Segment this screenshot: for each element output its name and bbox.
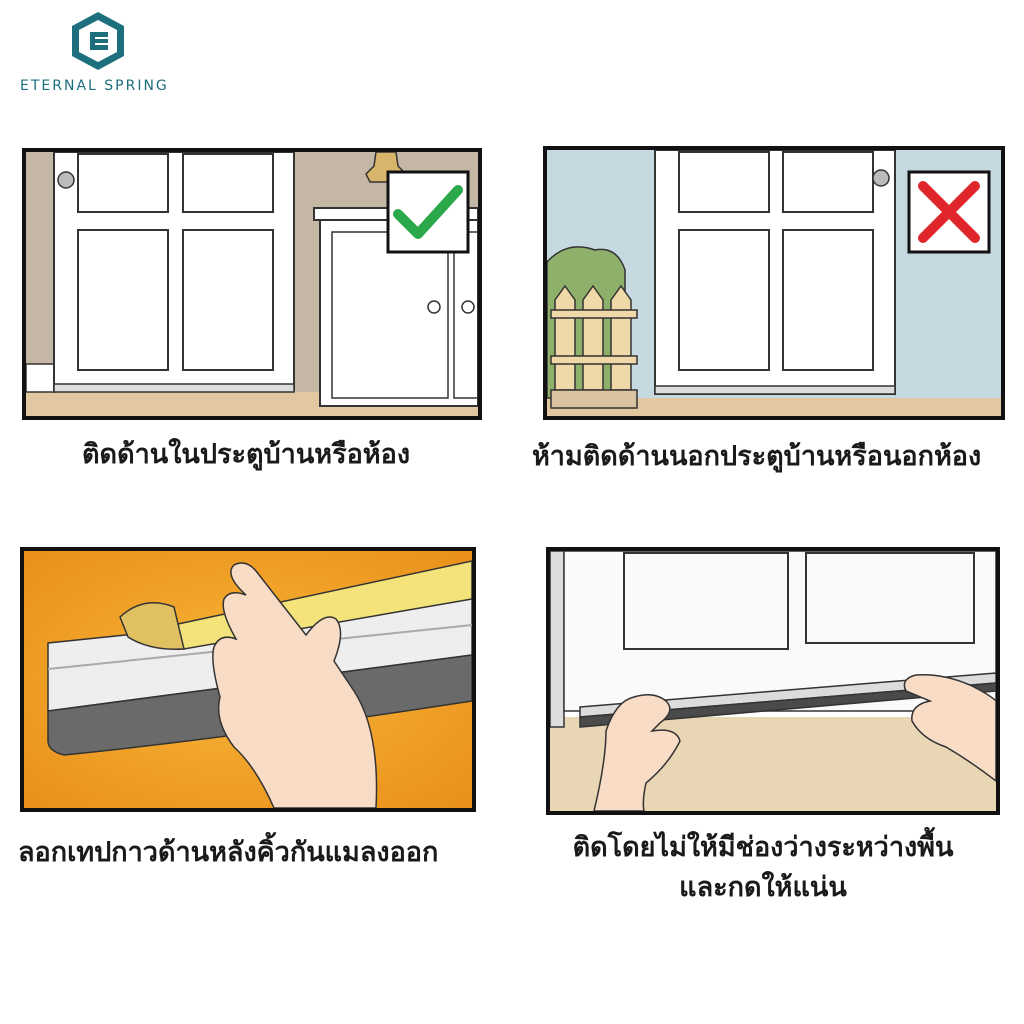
check-icon: [386, 170, 470, 254]
panel-install-inside: [22, 148, 482, 420]
brand-name: ETERNAL SPRING: [20, 78, 169, 94]
panel-install-outside: [543, 146, 1005, 420]
caption-press-strip-line2: และกดให้แน่น: [679, 872, 847, 903]
panel-press-strip: [546, 547, 1000, 815]
illustration-press-strip: [550, 551, 996, 811]
illustration-peel-tape: [24, 551, 472, 808]
caption-install-outside: ห้ามติดด้านนอกประตูบ้านหรือนอกห้อง: [532, 441, 982, 472]
cross-icon: [907, 170, 991, 254]
hexagon-logo-icon: [72, 12, 124, 70]
caption-press-strip-line1: ติดโดยไม่ให้มีช่องว่างระหว่างพื้น: [572, 832, 954, 863]
caption-press-strip: ติดโดยไม่ให้มีช่องว่างระหว่างพื้น และกดใ…: [553, 828, 973, 908]
caption-peel-tape: ลอกเทปกาวด้านหลังคิ้วกันแมลงออก: [18, 837, 439, 868]
caption-install-inside: ติดด้านในประตูบ้านหรือห้อง: [82, 439, 411, 470]
brand-logo: ETERNAL SPRING: [20, 10, 180, 100]
illustration-outside-door: [547, 150, 1001, 416]
illustration-inside-door: [26, 152, 478, 416]
panel-peel-tape: [20, 547, 476, 812]
